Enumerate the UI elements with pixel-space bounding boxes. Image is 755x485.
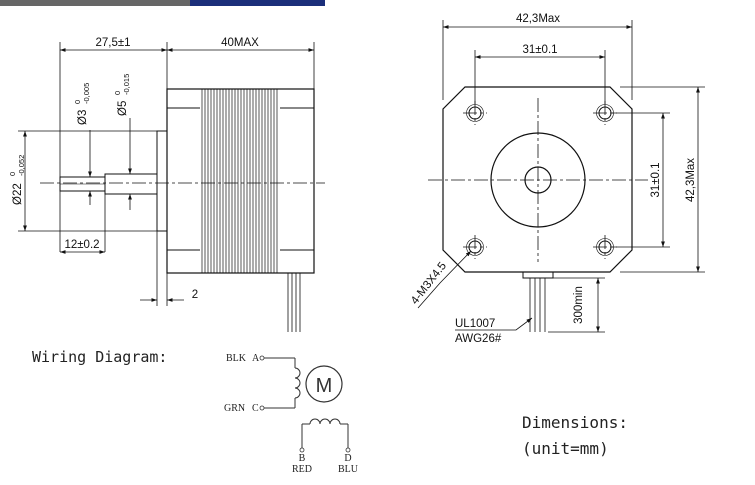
side-view bbox=[40, 88, 325, 332]
terminal-c-letter: C bbox=[252, 403, 259, 414]
shaft-dia-tol-bottom: -0,015 bbox=[122, 74, 131, 95]
boss-dia-tol-top: 0 bbox=[8, 172, 17, 176]
wiring-title: Wiring Diagram: bbox=[32, 348, 167, 366]
wiring-schematic bbox=[264, 357, 349, 448]
cable-spec-1-label: UL1007 bbox=[455, 318, 495, 330]
boss-height-label: 2 bbox=[192, 289, 198, 301]
coil-1 bbox=[294, 367, 301, 399]
lamination-lines bbox=[201, 89, 278, 273]
overall-height-label: 42,3Max bbox=[685, 158, 697, 202]
front-outline bbox=[442, 86, 633, 273]
shaft-length-label: 27,5±1 bbox=[95, 37, 130, 49]
flat-dia-label: Ø3 bbox=[77, 110, 89, 125]
terminal-d-letter: D bbox=[344, 453, 351, 464]
hole-spacing-h-label: 31±0.1 bbox=[522, 44, 557, 56]
top-bar bbox=[0, 0, 325, 6]
motor-body-outline bbox=[166, 88, 315, 274]
wiring-labels: M BLK A GRN C B RED D BLU bbox=[224, 353, 359, 475]
mount-holes-label: 4-M3X4.5 bbox=[409, 260, 449, 307]
boss-dia-label: Ø22 bbox=[12, 183, 24, 205]
dimensions-note-unit: (unit=mm) bbox=[522, 439, 609, 458]
terminal-a-color: BLK bbox=[226, 353, 247, 364]
side-dimension-labels: 27,5±1 40MAX 12±0.2 2 Ø22 0 -0,052 Ø3 0 … bbox=[8, 37, 259, 301]
flat-dia-tol-bottom: -0,005 bbox=[82, 83, 91, 104]
front-centre-lines bbox=[428, 98, 648, 262]
shaft-outline bbox=[104, 173, 158, 195]
front-view bbox=[442, 86, 633, 332]
dimensions-note-title: Dimensions: bbox=[522, 413, 628, 432]
terminal-a-letter: A bbox=[252, 353, 260, 364]
side-dimensions bbox=[18, 42, 315, 306]
motor-symbol bbox=[305, 365, 343, 403]
front-dimension-labels: 42,3Max 31±0.1 31±0.1 42,3Max 4-M3X4.5 3… bbox=[409, 13, 697, 345]
boss-outline bbox=[156, 130, 168, 232]
front-dimensions bbox=[417, 20, 705, 333]
cable-spec-2-label: AWG26# bbox=[455, 333, 502, 345]
cable-length-label: 300min bbox=[573, 286, 585, 324]
terminal-b-color: RED bbox=[292, 464, 312, 475]
cable-exit bbox=[522, 271, 554, 279]
coil-2 bbox=[309, 418, 341, 425]
terminal-b-letter: B bbox=[299, 453, 306, 464]
flat-dia-tol-top: 0 bbox=[73, 100, 82, 104]
boss-dia-tol-bottom: -0,052 bbox=[17, 155, 26, 176]
shaft-dia-tol-top: 0 bbox=[113, 91, 122, 95]
motor-symbol-label: M bbox=[316, 375, 333, 397]
body-length-label: 40MAX bbox=[221, 37, 259, 49]
flat-length-label: 12±0.2 bbox=[64, 239, 99, 251]
shaft-dia-label: Ø5 bbox=[117, 101, 129, 116]
hole-spacing-v-label: 31±0.1 bbox=[650, 162, 662, 197]
terminal-c-color: GRN bbox=[224, 403, 245, 414]
wiring-terminals bbox=[259, 355, 351, 453]
terminal-d-color: BLU bbox=[338, 464, 359, 475]
overall-width-label: 42,3Max bbox=[516, 13, 560, 25]
